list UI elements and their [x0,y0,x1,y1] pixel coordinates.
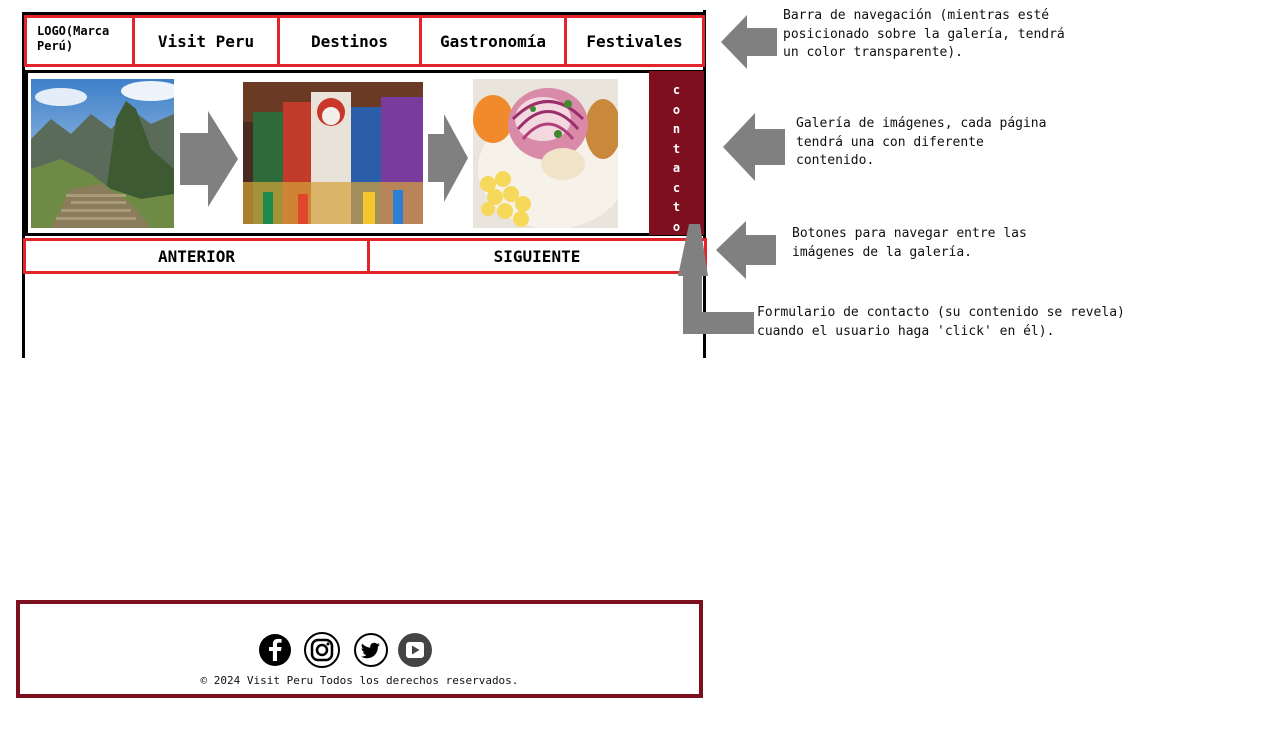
frame-left-line [22,12,25,358]
annotation-contact-form: Formulario de contacto (su contenido se … [757,305,1125,339]
contact-tab-letter: n [672,122,681,136]
instagram-icon[interactable] [304,632,340,668]
contact-tab-letter: c [672,180,681,195]
contact-tab-letter: o [672,102,681,117]
next-button[interactable]: SIGUIENTE [367,238,707,274]
contact-tab-letter: a [672,161,681,175]
logo-text-line1: LOGO(Marca [37,24,110,38]
nav-item-destinos[interactable]: Destinos [277,15,422,67]
nav-item-gastronomia[interactable]: Gastronomía [419,15,567,67]
annotation-buttons: Botones para navegar entre las imágenes … [792,226,1027,260]
previous-button[interactable]: ANTERIOR [23,238,370,274]
nav-item-festivales[interactable]: Festivales [564,15,705,67]
contact-tab-letter: c [672,83,681,97]
copyright-text: © 2024 Visit Peru Todos los derechos res… [200,674,519,687]
annotation-arrow-left-icon [723,113,785,181]
ceviche-photo [473,79,618,228]
facebook-icon[interactable] [257,632,293,668]
machu-picchu-photo [31,79,174,228]
logo-marca-peru[interactable]: LOGO(Marca Perú) [24,15,135,67]
festival-dancers-photo [243,82,423,224]
contact-tab[interactable]: c o n t a c t o [649,71,704,235]
gallery-arrow-right-icon [428,114,468,202]
annotation-arrow-up-icon [678,224,754,334]
contact-tab-letter: o [672,219,681,234]
annotation-gallery: Galería de imágenes, cada página tendrá … [796,116,1047,168]
contact-tab-letter: t [672,200,681,214]
gallery-arrow-right-icon [180,111,238,207]
annotation-navbar: Barra de navegación (mientras esté posic… [783,8,1065,60]
youtube-icon[interactable] [397,632,433,668]
logo-text-line2: Perú) [37,39,74,53]
nav-item-visit-peru[interactable]: Visit Peru [132,15,280,67]
footer: © 2024 Visit Peru Todos los derechos res… [16,600,703,698]
annotation-arrow-left-icon [721,15,777,69]
frame-top-line [22,12,706,15]
twitter-icon[interactable] [353,632,389,668]
contact-tab-letter: t [672,141,681,156]
annotation-arrow-left-icon [716,221,776,279]
